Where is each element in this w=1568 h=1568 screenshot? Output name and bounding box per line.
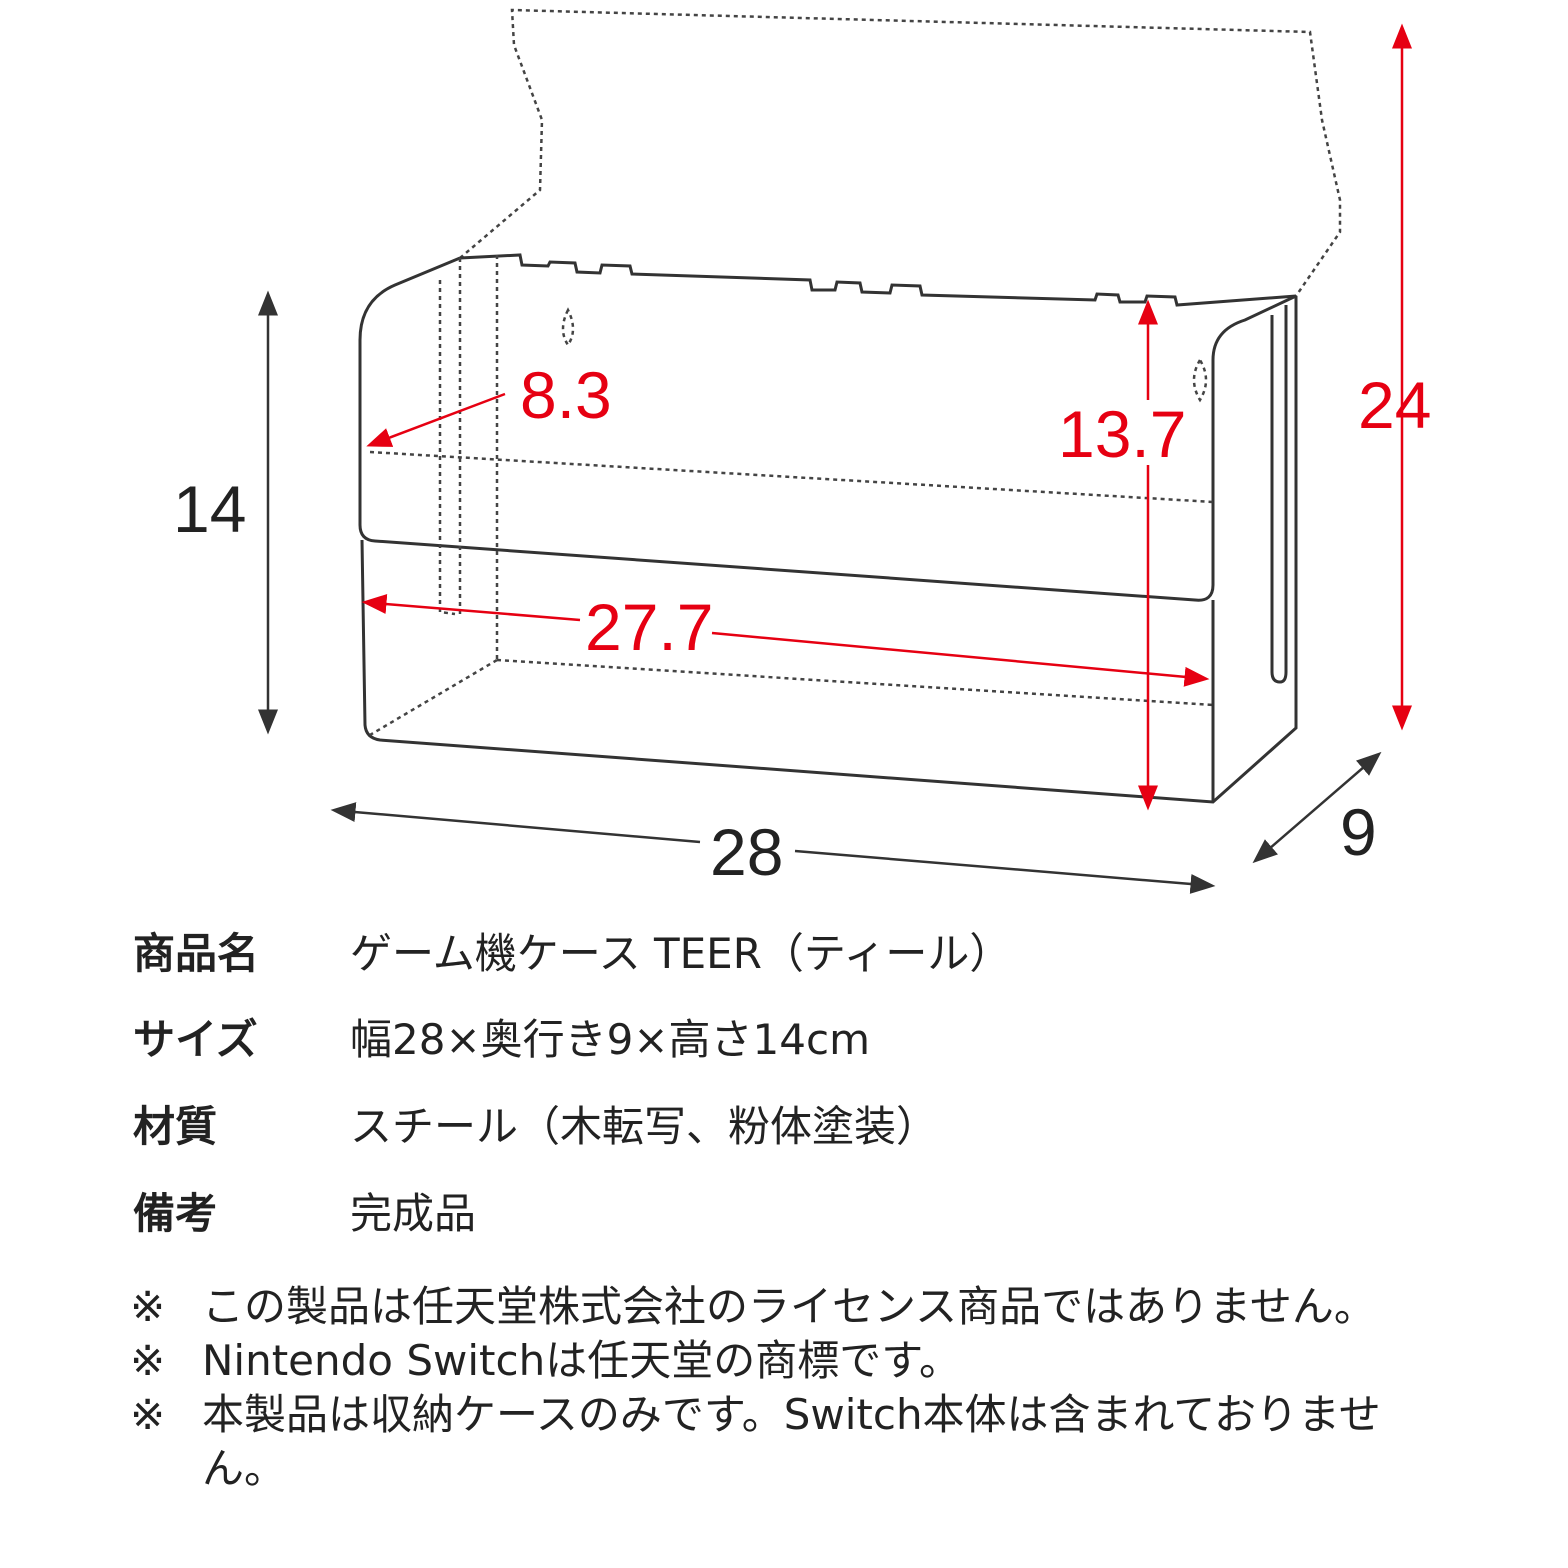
open-height-label: 24: [1358, 368, 1431, 442]
note-mark: ※: [130, 1282, 166, 1331]
notes: ※ この製品は任天堂株式会社のライセンス商品ではありません。 ※ Nintendo …: [130, 1280, 1460, 1496]
width-label: 28: [710, 815, 783, 889]
spec-label: サイズ: [133, 1015, 258, 1064]
product-dimension-diagram: 14 28 9 24 13.7 8.3 27.7: [173, 8, 1431, 894]
depth-label: 9: [1340, 795, 1377, 869]
spec-value: 幅28×奥行き9×高さ14cm: [350, 1015, 870, 1064]
spec-label: 商品名: [133, 929, 260, 978]
spec-label: 材質: [133, 1102, 218, 1151]
spec-row-material: 材質 スチール（木転写、粉体塗装）: [133, 1093, 938, 1154]
height-label: 14: [173, 472, 246, 546]
note-mark: ※: [130, 1390, 166, 1439]
case-outline: [358, 253, 1298, 804]
spec-value: スチール（木転写、粉体塗装）: [350, 1102, 939, 1151]
note-mark: ※: [130, 1336, 166, 1385]
spec-row-name: 商品名 ゲーム機ケース TEER（ティール）: [133, 920, 1011, 981]
spec-value: ゲーム機ケース TEER（ティール）: [350, 929, 1012, 978]
inner-dotted-lines: [369, 255, 1214, 737]
spec-label: 備考: [133, 1189, 218, 1238]
note-text: この製品は任天堂株式会社のライセンス商品ではありません。: [202, 1282, 1376, 1331]
outer-dimension-arrows: [258, 290, 1382, 894]
note-item: ※ 本製品は収納ケースのみです。Switch本体は含まれておりません。: [130, 1388, 1460, 1496]
inner-depth-label: 8.3: [520, 358, 612, 432]
spec-value: 完成品: [350, 1189, 477, 1238]
inner-dimension-arrows: [361, 23, 1412, 811]
inner-width-label: 27.7: [585, 590, 713, 664]
note-item: ※ この製品は任天堂株式会社のライセンス商品ではありません。: [130, 1280, 1460, 1334]
note-text: Nintendo Switchは任天堂の商標です。: [202, 1336, 961, 1385]
inner-height-label: 13.7: [1058, 397, 1186, 471]
lid-open-outline: [459, 8, 1342, 297]
note-text: 本製品は収納ケースのみです。Switch本体は含まれておりません。: [202, 1390, 1381, 1493]
note-item: ※ Nintendo Switchは任天堂の商標です。: [130, 1334, 1460, 1388]
spec-row-remarks: 備考 完成品: [133, 1180, 476, 1241]
spec-row-size: サイズ 幅28×奥行き9×高さ14cm: [133, 1006, 870, 1067]
